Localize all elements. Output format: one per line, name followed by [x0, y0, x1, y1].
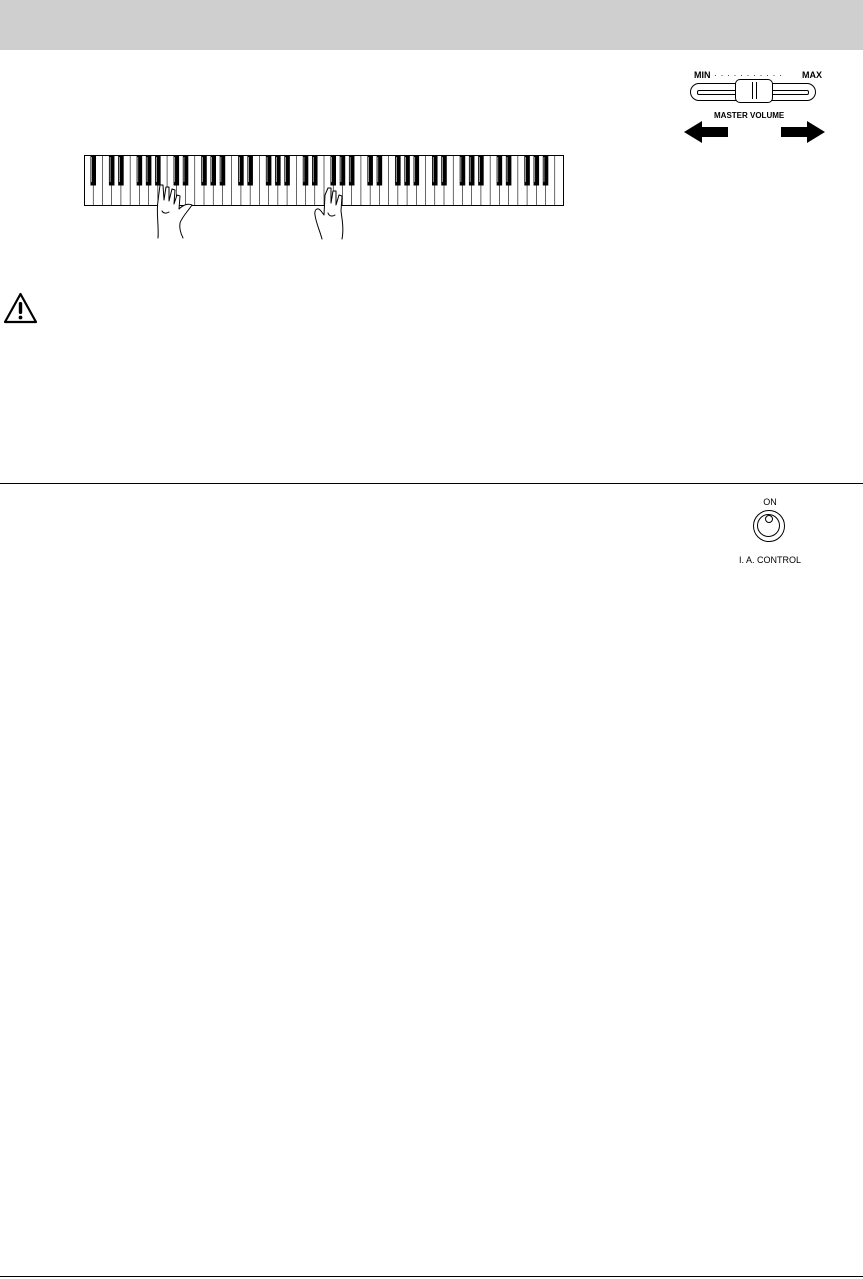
black-key	[395, 155, 401, 186]
black-key	[118, 155, 124, 186]
black-key	[533, 155, 540, 186]
volume-scale-dots: · · · · · · · · · · ·	[714, 70, 783, 80]
ia-control-button[interactable]	[753, 510, 785, 542]
black-key	[136, 155, 143, 186]
black-key	[376, 155, 383, 186]
black-key	[145, 155, 152, 186]
black-key	[210, 155, 216, 186]
ia-control-on-label: ON	[763, 497, 777, 507]
black-key	[302, 155, 309, 186]
black-key	[284, 155, 290, 186]
left-hand-icon	[156, 184, 193, 239]
black-key	[90, 155, 96, 186]
black-key	[238, 155, 244, 186]
black-key	[201, 155, 207, 186]
black-key	[173, 155, 180, 186]
ia-control-diagram: ON I. A. CONTROL	[720, 497, 830, 567]
black-key	[468, 155, 475, 186]
master-volume-label: MASTER VOLUME	[714, 111, 785, 120]
volume-slider-knob[interactable]	[735, 79, 773, 103]
black-key	[413, 155, 420, 186]
caution-triangle-icon	[3, 292, 38, 324]
section-divider	[0, 483, 863, 484]
volume-max-label: MAX	[802, 70, 822, 80]
black-key	[441, 155, 447, 186]
black-key	[432, 155, 438, 186]
black-key	[339, 155, 346, 186]
black-key	[182, 155, 189, 186]
black-key	[478, 155, 484, 186]
black-key	[505, 155, 512, 186]
black-key	[542, 155, 549, 186]
black-key	[524, 155, 530, 186]
black-key	[247, 155, 253, 186]
black-key	[348, 155, 355, 186]
master-volume-diagram: MIN · · · · · · · · · · · MAX MASTER VOL…	[680, 66, 830, 148]
black-key	[312, 155, 318, 186]
header-bar	[0, 0, 863, 50]
arrow-right-icon	[781, 121, 825, 143]
black-key	[275, 155, 281, 186]
black-key	[108, 155, 115, 186]
black-key	[404, 155, 410, 186]
arrow-left-icon	[684, 121, 728, 143]
black-key	[367, 155, 373, 186]
black-key	[155, 155, 161, 186]
volume-min-label: MIN	[694, 70, 711, 80]
ia-control-indicator-light	[765, 515, 773, 523]
black-key	[496, 155, 503, 186]
black-key	[330, 155, 336, 186]
footer-rule	[0, 1276, 863, 1277]
black-key	[459, 155, 466, 186]
black-key	[265, 155, 272, 186]
ia-control-label: I. A. CONTROL	[738, 555, 801, 565]
black-key	[219, 155, 226, 186]
right-hand-icon	[314, 187, 344, 240]
